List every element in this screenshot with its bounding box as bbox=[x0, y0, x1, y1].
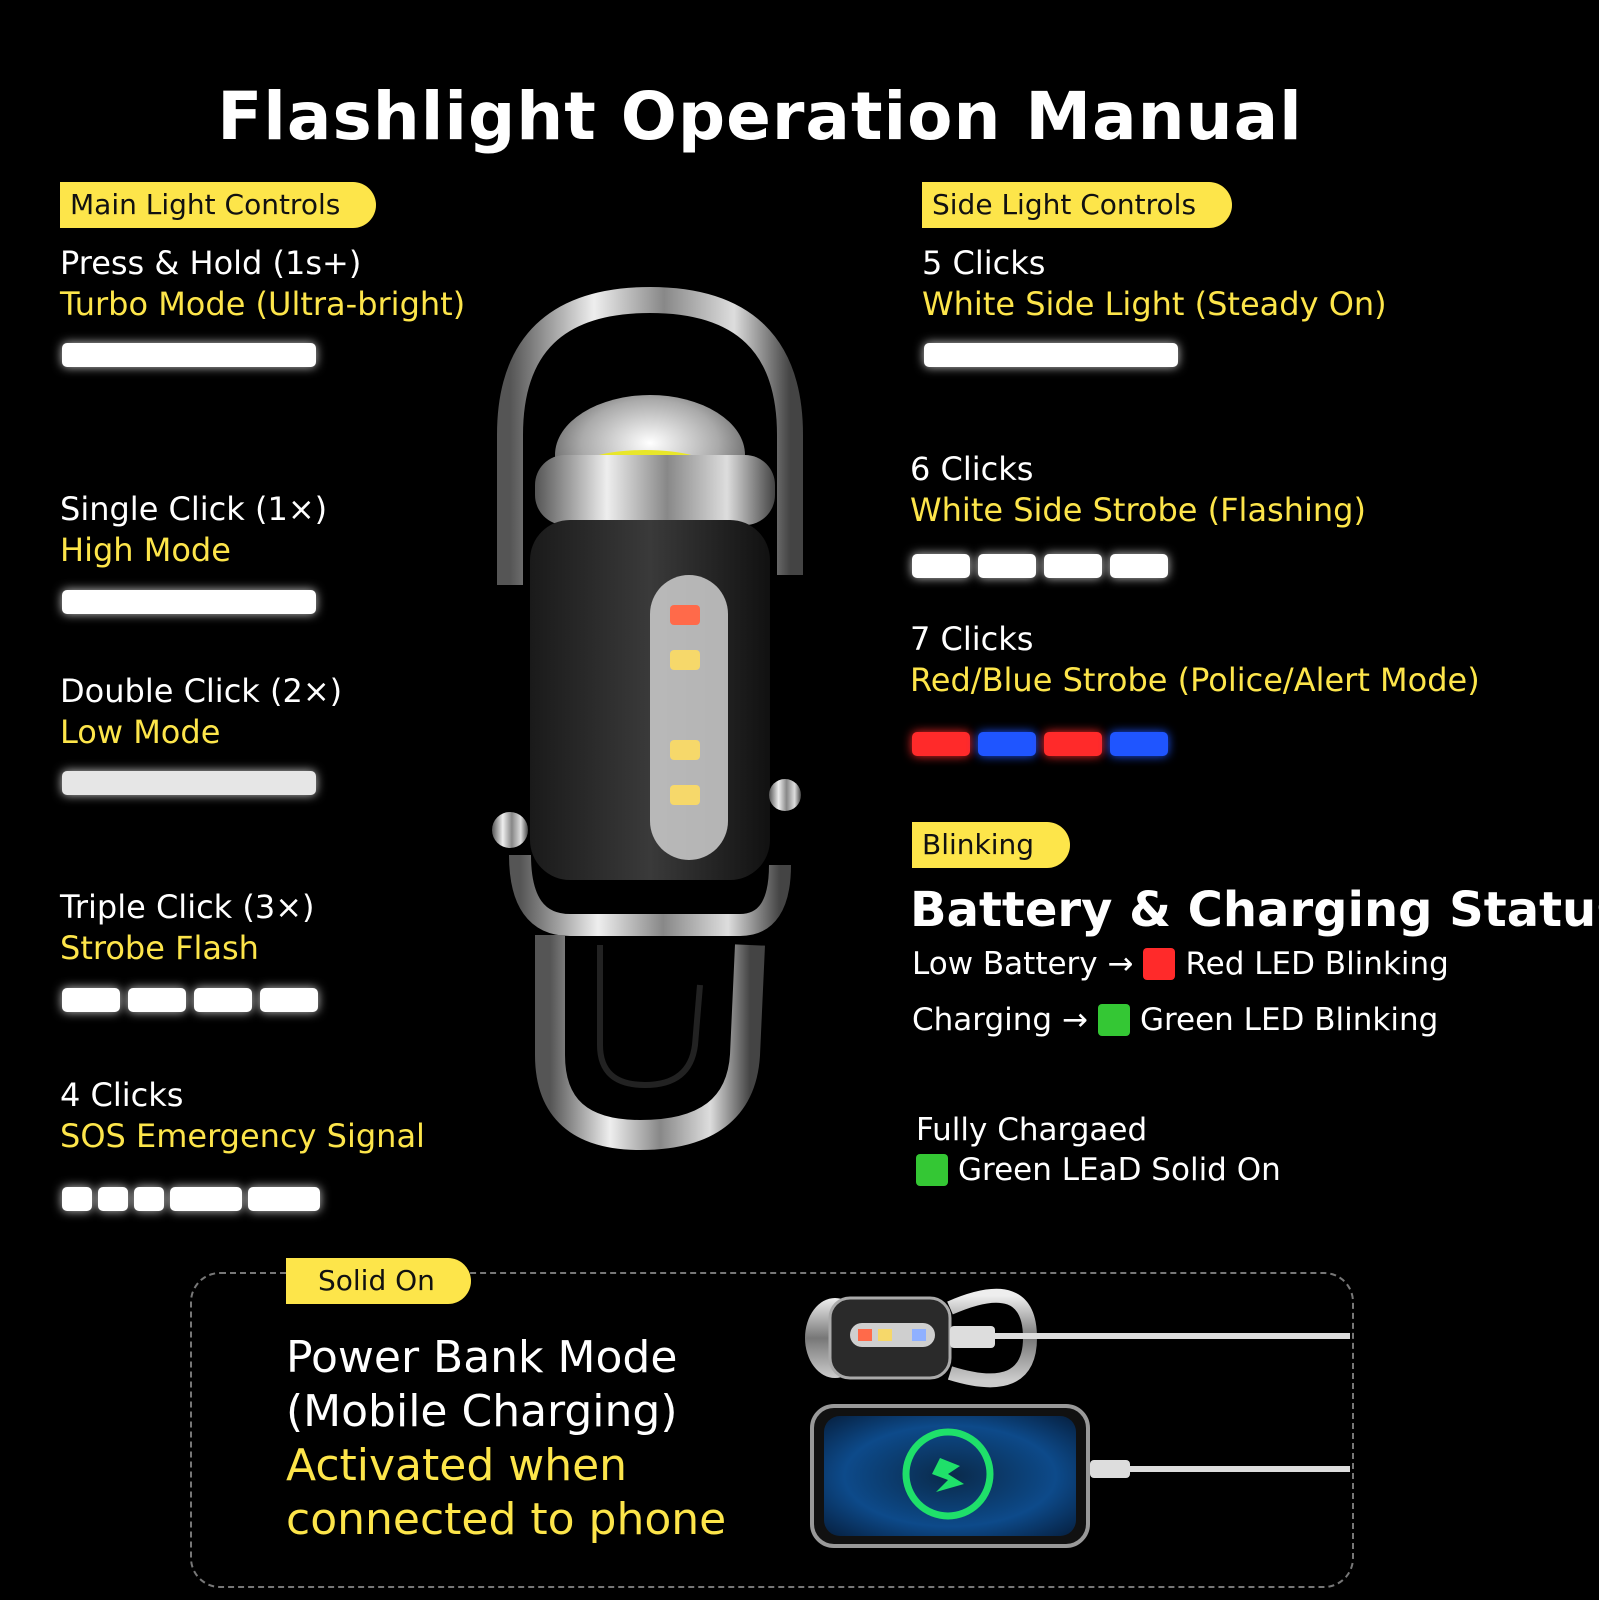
main-mode-3: Low Mode bbox=[60, 713, 221, 751]
light-bar bbox=[128, 988, 186, 1012]
low-bars bbox=[62, 771, 316, 795]
blinking-pill: Blinking bbox=[912, 822, 1071, 868]
low-battery-value: Red LED Blinking bbox=[1185, 946, 1449, 982]
light-bar bbox=[62, 771, 316, 795]
main-controls-header: Main Light Controls bbox=[60, 182, 377, 228]
high-bars bbox=[62, 590, 316, 614]
charging-row: Charging → Green LED Blinking bbox=[912, 1002, 1438, 1038]
light-bar bbox=[978, 554, 1036, 578]
main-action-3: Double Click (2×) bbox=[60, 672, 343, 710]
red-bar bbox=[912, 732, 970, 756]
charging-value: Green LED Blinking bbox=[1139, 1002, 1439, 1038]
main-mode-5: SOS Emergency Signal bbox=[60, 1117, 425, 1155]
low-battery-row: Low Battery → Red LED Blinking bbox=[912, 946, 1449, 982]
power-bank-panel bbox=[190, 1272, 1354, 1588]
main-action-2: Single Click (1×) bbox=[60, 490, 328, 528]
main-mode-1: Turbo Mode (Ultra-bright) bbox=[60, 285, 466, 323]
power-bank-line4: connected to phone bbox=[286, 1494, 727, 1545]
side-action-2: 6 Clicks bbox=[910, 450, 1034, 488]
strobe-bars bbox=[62, 988, 318, 1012]
light-bar bbox=[194, 988, 252, 1012]
main-mode-4: Strobe Flash bbox=[60, 929, 259, 967]
power-bank-line3: Activated when bbox=[286, 1440, 628, 1491]
fully-charged-value: Green LEaD Solid On bbox=[958, 1152, 1281, 1188]
sos-bars bbox=[62, 1187, 320, 1211]
light-bar bbox=[170, 1187, 242, 1211]
turbo-bars bbox=[62, 343, 316, 367]
light-bar bbox=[924, 343, 1178, 367]
light-bar bbox=[912, 554, 970, 578]
low-battery-label: Low Battery → bbox=[912, 946, 1134, 982]
side-controls-header: Side Light Controls bbox=[922, 182, 1233, 228]
light-bar bbox=[62, 1187, 92, 1211]
side-mode-3: Red/Blue Strobe (Police/Alert Mode) bbox=[910, 661, 1480, 699]
blue-bar bbox=[978, 732, 1036, 756]
charging-label: Charging → bbox=[912, 1002, 1088, 1038]
side-steady-bars bbox=[924, 343, 1178, 367]
side-action-3: 7 Clicks bbox=[910, 620, 1034, 658]
light-bar bbox=[1044, 554, 1102, 578]
power-bank-line2: (Mobile Charging) bbox=[286, 1386, 678, 1437]
light-bar bbox=[98, 1187, 128, 1211]
green-led-icon bbox=[1097, 1004, 1130, 1036]
light-bar bbox=[248, 1187, 320, 1211]
light-bar bbox=[62, 590, 316, 614]
light-bar bbox=[260, 988, 318, 1012]
light-bar bbox=[134, 1187, 164, 1211]
side-mode-2: White Side Strobe (Flashing) bbox=[910, 491, 1366, 529]
side-mode-1: White Side Light (Steady On) bbox=[922, 285, 1387, 323]
light-bar bbox=[62, 343, 316, 367]
police-bars bbox=[912, 732, 1168, 756]
flashlight-illustration bbox=[492, 286, 803, 1151]
red-bar bbox=[1044, 732, 1102, 756]
side-strobe-bars bbox=[912, 554, 1168, 578]
main-mode-2: High Mode bbox=[60, 531, 231, 569]
main-action-5: 4 Clicks bbox=[60, 1076, 184, 1114]
solid-on-pill: Solid On bbox=[286, 1258, 471, 1304]
light-bar bbox=[1110, 554, 1168, 578]
power-bank-illustration bbox=[805, 1288, 1350, 1548]
red-led-icon bbox=[1143, 948, 1176, 980]
blue-bar bbox=[1110, 732, 1168, 756]
main-action-1: Press & Hold (1s+) bbox=[60, 244, 362, 282]
green-led-icon bbox=[916, 1154, 948, 1186]
light-bar bbox=[62, 988, 120, 1012]
power-bank-line1: Power Bank Mode bbox=[286, 1332, 678, 1383]
fully-charged-row: Green LEaD Solid On bbox=[916, 1152, 1281, 1188]
fully-charged-label: Fully Chargaed bbox=[916, 1112, 1148, 1148]
battery-heading: Battery & Charging Status bbox=[910, 882, 1599, 938]
page-title: Flashlight Operation Manual bbox=[217, 78, 1303, 155]
main-action-4: Triple Click (3×) bbox=[60, 888, 315, 926]
side-action-1: 5 Clicks bbox=[922, 244, 1046, 282]
